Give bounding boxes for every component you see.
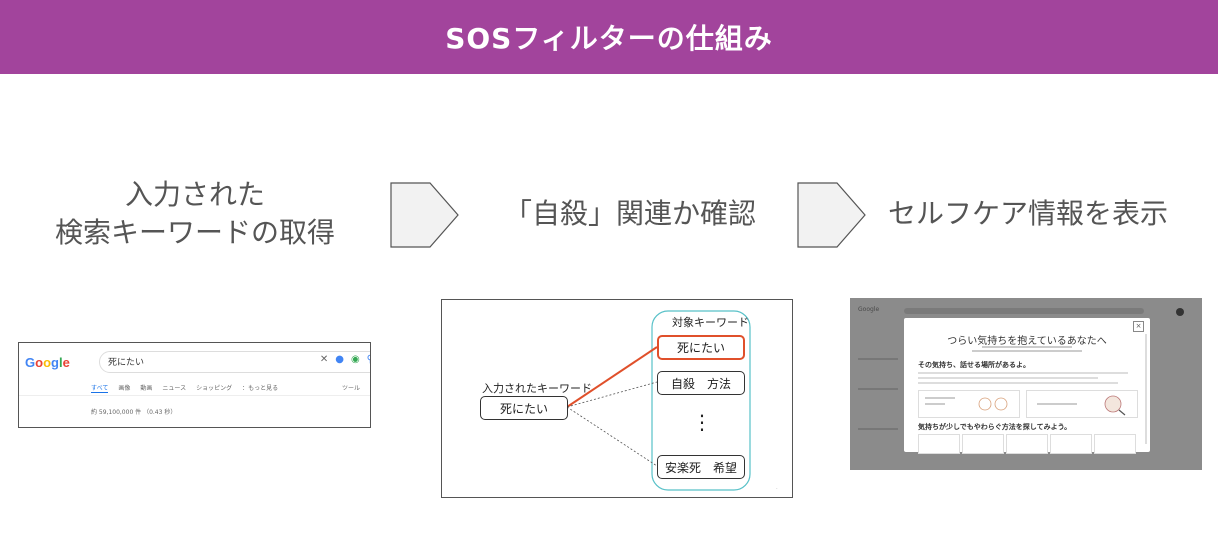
- camera-icon: ◉: [350, 354, 360, 365]
- match-line: [566, 346, 658, 408]
- tools-link: ツール: [341, 385, 360, 392]
- search-card: [1026, 390, 1138, 418]
- search-query: 死にたい: [108, 358, 145, 368]
- logo-letter: e: [62, 355, 70, 370]
- keyword-box: 安楽死 希望: [657, 455, 745, 479]
- keyword-match-box: 死にたい: [657, 335, 745, 360]
- step-show-selfcare-text: セルフケア情報を表示: [887, 197, 1168, 230]
- search-input: 死にたい ✕ ● ◉ ⚲: [99, 351, 370, 373]
- divider: [19, 395, 370, 396]
- search-tab: 画像: [118, 385, 131, 392]
- logo-letter: o: [43, 355, 52, 370]
- bg-line: [858, 358, 898, 360]
- target-keyword-label: 対象キーワード: [672, 316, 749, 329]
- tip-card: [1006, 434, 1048, 454]
- section-heading: 気持ちが少しでもやわらぐ方法を探してみよう。: [918, 423, 1072, 431]
- step-get-keyword: 入力された 検索キーワードの取得: [20, 176, 370, 252]
- modal-subtitle-lines: [904, 346, 1150, 352]
- step-show-selfcare: セルフケア情報を表示: [868, 195, 1188, 233]
- tip-card: [1094, 434, 1136, 454]
- target-keyword-group: [651, 310, 751, 491]
- search-tab: ：もっと見る: [242, 385, 279, 392]
- scrollbar: [1145, 334, 1147, 444]
- text-line: [918, 372, 1128, 374]
- selfcare-modal: × つらい気持ちを抱えているあなたへ その気持ち、話せる場所があるよ。 気持: [904, 318, 1150, 454]
- tip-card: [918, 434, 960, 454]
- arrow-right-icon: [797, 182, 866, 248]
- google-logo: Google: [25, 355, 70, 370]
- google-search-screenshot: Google 死にたい ✕ ● ◉ ⚲ すべて 画像 動画 ニュース ショッピング ：もっ…: [18, 342, 371, 428]
- close-icon: ✕: [319, 354, 329, 365]
- search-icon: ⚲: [367, 354, 370, 365]
- page-number: -: [776, 486, 778, 491]
- nonmatch-line: [566, 381, 658, 408]
- input-keyword-box: 死にたい: [480, 396, 568, 420]
- section-heading: その気持ち、話せる場所があるよ。: [918, 361, 1030, 369]
- step-get-keyword-line1: 入力された: [124, 178, 265, 211]
- logo-letter: G: [25, 355, 36, 370]
- logo-letter: o: [35, 355, 44, 370]
- logo-letter: l: [58, 355, 63, 370]
- logo-letter: g: [51, 355, 59, 370]
- tip-card: [1050, 434, 1092, 454]
- input-keyword-label: 入力されたキーワード: [482, 382, 592, 395]
- result-count: 約 59,100,000 件 （0.43 秒）: [91, 409, 177, 416]
- close-icon: ×: [1133, 321, 1144, 332]
- selfcare-popup-screenshot: Google × つらい気持ちを抱えているあなたへ その気持ち、話せる場所がある…: [850, 298, 1202, 470]
- contact-card: [918, 390, 1020, 418]
- text-line: [918, 382, 1118, 384]
- search-tab: すべて: [91, 385, 109, 393]
- tip-card: [962, 434, 1004, 454]
- keyword-matching-diagram: - 入力されたキーワード 死にたい 対象キーワード 死にたい 自殺 方法 ⋮ 安…: [441, 299, 793, 498]
- nonmatch-line: [566, 406, 658, 467]
- bg-line: [858, 428, 898, 430]
- ellipsis: ⋮: [692, 410, 712, 434]
- search-tab: ニュース: [162, 385, 187, 392]
- bg-search-bar: [904, 308, 1144, 314]
- step-check-suicide-text: 「自殺」関連か確認: [503, 197, 756, 230]
- search-tab: ショッピング: [196, 385, 233, 392]
- bg-google-logo: Google: [858, 306, 880, 313]
- page-title: SOSフィルターの仕組み: [445, 22, 773, 55]
- microphone-icon: ●: [335, 354, 344, 365]
- search-tabs: すべて 画像 動画 ニュース ショッピング ：もっと見る: [91, 383, 278, 393]
- text-line: [918, 377, 1098, 379]
- step-check-suicide: 「自殺」関連か確認: [470, 195, 790, 233]
- arrow-right-icon: [390, 182, 459, 248]
- title-bar: SOSフィルターの仕組み: [0, 0, 1218, 74]
- step-get-keyword-line2: 検索キーワードの取得: [54, 216, 335, 249]
- modal-title: つらい気持ちを抱えているあなたへ: [947, 336, 1107, 347]
- diagram-connectors: -: [566, 310, 778, 491]
- search-tab: 動画: [140, 385, 153, 392]
- bg-line: [858, 388, 898, 390]
- keyword-box: 自殺 方法: [657, 371, 745, 395]
- avatar: [1176, 308, 1184, 316]
